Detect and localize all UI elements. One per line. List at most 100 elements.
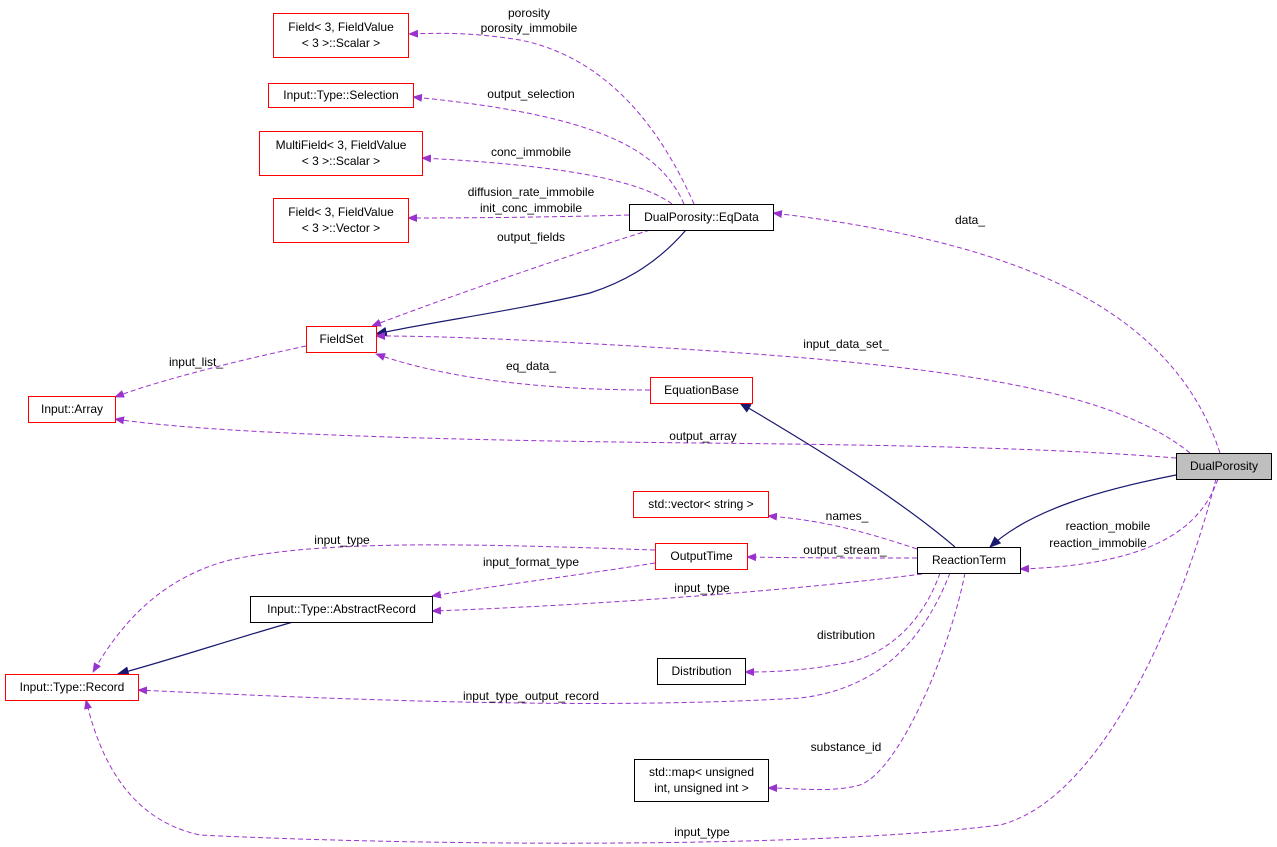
edge-label: data_ bbox=[955, 213, 985, 227]
edge-eqdata-fieldset bbox=[374, 229, 687, 337]
edge-input-format-type: input_format_type bbox=[431, 555, 656, 599]
node-box bbox=[634, 759, 769, 802]
node-abstractrecord[interactable]: Input::Type::AbstractRecord bbox=[250, 596, 433, 623]
node-box bbox=[5, 674, 139, 701]
node-label: std::vector< string > bbox=[648, 497, 753, 511]
node-box bbox=[629, 204, 774, 231]
edge-dp-input-type: input_type bbox=[84, 478, 1217, 844]
node-label: std::map< unsigned bbox=[649, 765, 754, 779]
node-label: int, unsigned int > bbox=[654, 781, 748, 795]
node-box bbox=[650, 377, 753, 404]
usage-arrow bbox=[375, 353, 651, 391]
node-field-scalar[interactable]: Field< 3, FieldValue< 3 >::Scalar > bbox=[273, 13, 409, 58]
node-fieldset[interactable]: FieldSet bbox=[306, 326, 377, 353]
node-outputtime[interactable]: OutputTime bbox=[655, 543, 748, 570]
edge-output-selection: output_selection bbox=[412, 87, 685, 205]
node-box bbox=[259, 131, 423, 176]
inheritance-arrow bbox=[116, 621, 294, 676]
node-multifield[interactable]: MultiField< 3, FieldValue< 3 >::Scalar > bbox=[259, 131, 423, 176]
edge-label: distribution bbox=[817, 628, 875, 642]
node-box bbox=[28, 396, 116, 423]
node-std-vector[interactable]: std::vector< string > bbox=[633, 491, 769, 518]
node-reactionterm[interactable]: ReactionTerm bbox=[917, 547, 1021, 574]
node-box bbox=[268, 83, 414, 108]
node-box bbox=[306, 326, 377, 353]
edge-conc-immobile: conc_immobile bbox=[421, 145, 673, 205]
node-box bbox=[1176, 453, 1272, 480]
edge-data: data_ bbox=[772, 210, 1221, 454]
node-label: ReactionTerm bbox=[932, 553, 1006, 567]
edge-label: output_stream_ bbox=[803, 543, 887, 557]
usage-arrow bbox=[371, 229, 651, 327]
edge-label: input_type bbox=[674, 581, 730, 595]
node-input-array[interactable]: Input::Array bbox=[28, 396, 116, 423]
node-distribution[interactable]: Distribution bbox=[657, 658, 746, 685]
node-label: DualPorosity bbox=[1190, 459, 1258, 473]
edge-label: conc_immobile bbox=[491, 145, 571, 159]
node-equationbase[interactable]: EquationBase bbox=[650, 377, 753, 404]
usage-arrow bbox=[375, 332, 1191, 454]
usage-arrow bbox=[1019, 478, 1219, 573]
edge-label: eq_data_ bbox=[506, 359, 556, 373]
edge-label: input_format_type bbox=[483, 555, 579, 569]
node-box bbox=[633, 491, 769, 518]
usage-arrow bbox=[84, 478, 1217, 844]
node-label: < 3 >::Scalar > bbox=[302, 154, 380, 168]
edge-ar-record bbox=[116, 621, 294, 676]
node-label: Input::Type::Selection bbox=[283, 88, 398, 102]
node-dualporosity: DualPorosity bbox=[1176, 453, 1272, 480]
edge-label: output_array bbox=[669, 429, 736, 443]
edge-input-list: input_list_ bbox=[114, 345, 307, 398]
edge-label: input_type bbox=[314, 533, 370, 547]
node-box bbox=[273, 13, 409, 58]
node-label: Input::Array bbox=[41, 402, 103, 416]
usage-arrow bbox=[408, 29, 695, 205]
node-field-vector[interactable]: Field< 3, FieldValue< 3 >::Vector > bbox=[273, 198, 409, 243]
edge-rt-equationbase bbox=[738, 402, 956, 548]
edge-label: reaction_immobile bbox=[1049, 536, 1147, 550]
edge-label: input_type_output_record bbox=[463, 689, 599, 703]
usage-arrow bbox=[767, 572, 966, 793]
node-box bbox=[655, 543, 748, 570]
node-record[interactable]: Input::Type::Record bbox=[5, 674, 139, 701]
edge-output-stream: output_stream_ bbox=[746, 543, 918, 562]
node-label: Distribution bbox=[671, 664, 731, 678]
edge-names: names_ bbox=[767, 509, 918, 550]
edge-label: input_data_set_ bbox=[803, 337, 889, 351]
edge-label: names_ bbox=[826, 509, 869, 523]
usage-arrow bbox=[407, 213, 630, 222]
edge-diffusion: diffusion_rate_immobileinit_conc_immobil… bbox=[407, 185, 630, 222]
node-label: EquationBase bbox=[664, 383, 739, 397]
edge-label: porosity bbox=[508, 6, 550, 20]
inheritance-arrow bbox=[374, 229, 687, 337]
node-eqdata[interactable]: DualPorosity::EqData bbox=[629, 204, 774, 231]
usage-arrow bbox=[744, 572, 941, 676]
node-label: Input::Type::AbstractRecord bbox=[267, 602, 416, 616]
edge-input-type-output-record: input_type_output_record bbox=[137, 572, 951, 704]
edge-dp-reactionterm bbox=[989, 474, 1177, 548]
edge-label: init_conc_immobile bbox=[480, 201, 582, 215]
edge-substance-id: substance_id bbox=[767, 572, 966, 793]
usage-arrow bbox=[114, 416, 1177, 459]
usage-arrow bbox=[772, 210, 1221, 454]
edge-label: output_fields bbox=[497, 230, 565, 244]
edge-label: porosity_immobile bbox=[481, 21, 578, 35]
node-label: Field< 3, FieldValue bbox=[288, 205, 394, 219]
node-selection[interactable]: Input::Type::Selection bbox=[268, 83, 414, 108]
edge-rt-input-type: input_type bbox=[431, 572, 931, 615]
node-label: < 3 >::Scalar > bbox=[302, 36, 380, 50]
edge-label: output_selection bbox=[487, 87, 574, 101]
edge-distribution: distribution bbox=[744, 572, 941, 676]
usage-arrow bbox=[746, 553, 918, 562]
node-label: DualPorosity::EqData bbox=[644, 210, 759, 224]
node-box bbox=[273, 198, 409, 243]
node-label: OutputTime bbox=[670, 549, 733, 563]
edge-input-data-set: input_data_set_ bbox=[375, 332, 1191, 454]
edge-ot-input-type: input_type bbox=[92, 533, 656, 673]
usage-arrow bbox=[431, 562, 656, 599]
usage-arrow bbox=[421, 154, 673, 205]
